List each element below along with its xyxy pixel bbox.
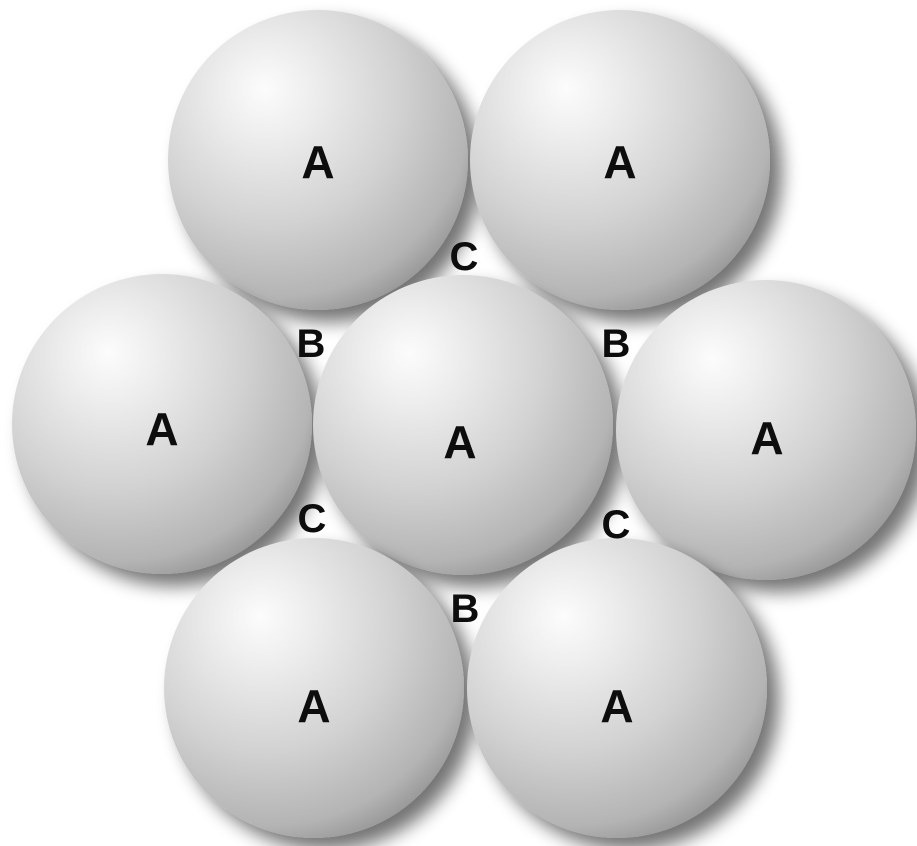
gap-label-c-top: C <box>450 235 479 279</box>
sphere-a-center: A <box>313 275 613 575</box>
gap-label-c-lower-right: C <box>602 503 631 547</box>
sphere-label: A <box>145 403 178 455</box>
sphere-a-top-left: A <box>168 10 468 310</box>
sphere-label: A <box>603 136 636 188</box>
sphere-label: A <box>297 680 330 732</box>
sphere-label: A <box>600 680 633 732</box>
gap-label-b-upper-left: B <box>297 322 326 366</box>
sphere-label: A <box>301 136 334 188</box>
gap-label-b-upper-right: B <box>602 322 631 366</box>
sphere-label: A <box>750 412 783 464</box>
sphere-a-top-right: A <box>470 10 770 310</box>
sphere-a-middle-right: A <box>616 280 916 580</box>
sphere-a-bottom-left: A <box>164 538 464 838</box>
sphere-a-bottom-right: A <box>467 538 767 838</box>
gap-label-b-bottom: B <box>451 587 480 631</box>
sphere-a-middle-left: A <box>12 274 312 574</box>
gap-label-c-lower-left: C <box>298 497 327 541</box>
sphere-label: A <box>443 416 476 468</box>
